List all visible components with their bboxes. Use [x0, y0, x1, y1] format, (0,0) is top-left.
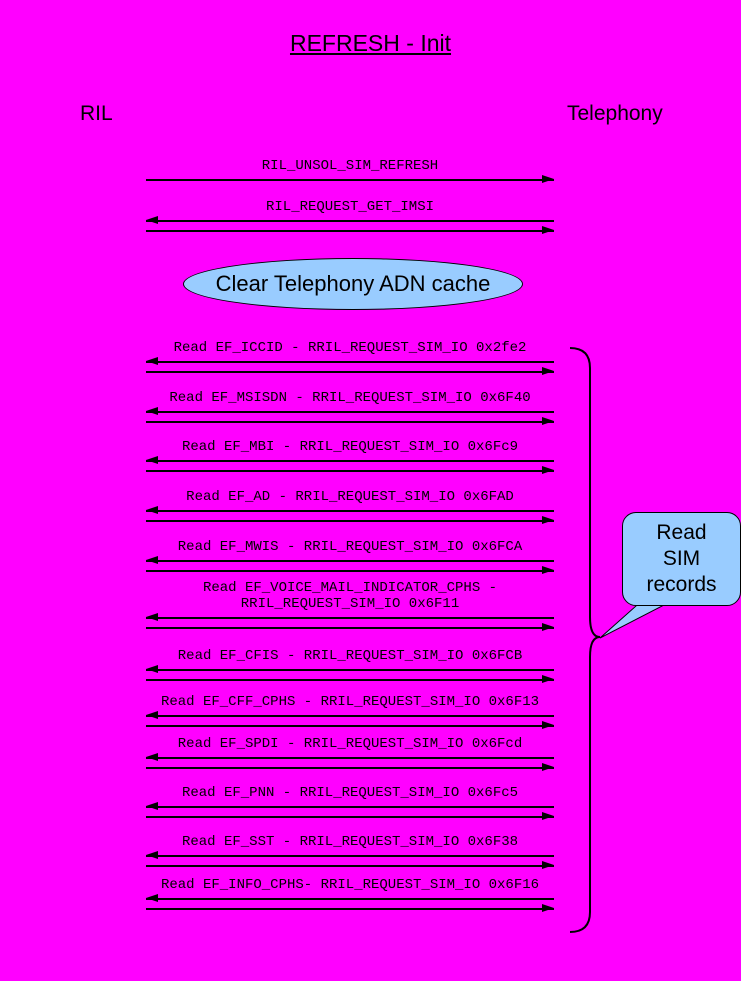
- arrow-right-icon: [146, 763, 554, 772]
- message-label: Read EF_SPDI - RRIL_REQUEST_SIM_IO 0x6Fc…: [177, 736, 523, 752]
- message-read-ef-ad: Read EF_AD - RRIL_REQUEST_SIM_IO 0x6FAD: [146, 489, 554, 525]
- message-read-ef-sst: Read EF_SST - RRIL_REQUEST_SIM_IO 0x6F38: [146, 834, 554, 870]
- curly-brace-icon: [569, 347, 601, 933]
- arrow-right-icon: [146, 623, 554, 632]
- message-read-ef-pnn: Read EF_PNN - RRIL_REQUEST_SIM_IO 0x6Fc5: [146, 785, 554, 821]
- diagram-title: REFRESH - Init: [0, 30, 741, 57]
- message-label: Read EF_MWIS - RRIL_REQUEST_SIM_IO 0x6FC…: [177, 539, 523, 555]
- arrow-left-icon: [146, 506, 554, 515]
- arrow-left-icon: [146, 613, 554, 622]
- arrow-right-icon: [146, 175, 554, 184]
- message-label: Read EF_INFO_CPHS- RRIL_REQUEST_SIM_IO 0…: [160, 877, 540, 893]
- arrow-left-icon: [146, 851, 554, 860]
- message-label-line1: Read EF_VOICE_MAIL_INDICATOR_CPHS -: [202, 580, 498, 596]
- arrow-left-icon: [146, 894, 554, 903]
- message-read-ef-msisdn: Read EF_MSISDN - RRIL_REQUEST_SIM_IO 0x6…: [146, 390, 554, 426]
- arrow-right-icon: [146, 675, 554, 684]
- message-read-ef-info-cphs: Read EF_INFO_CPHS- RRIL_REQUEST_SIM_IO 0…: [146, 877, 554, 913]
- message-label: Read EF_PNN - RRIL_REQUEST_SIM_IO 0x6Fc5: [181, 785, 519, 801]
- read-sim-records-callout-text: Read SIM records: [646, 521, 717, 596]
- actor-ril: RIL: [80, 102, 113, 125]
- arrow-right-icon: [146, 466, 554, 475]
- arrow-left-icon: [146, 357, 554, 366]
- message-read-ef-cff-cphs: Read EF_CFF_CPHS - RRIL_REQUEST_SIM_IO 0…: [146, 694, 554, 730]
- message-ril-unsol-sim-refresh: RIL_UNSOL_SIM_REFRESH: [146, 158, 554, 184]
- arrow-left-icon: [146, 753, 554, 762]
- message-read-ef-mbi: Read EF_MBI - RRIL_REQUEST_SIM_IO 0x6Fc9: [146, 439, 554, 475]
- arrow-right-icon: [146, 861, 554, 870]
- clear-adn-cache-note-text: Clear Telephony ADN cache: [215, 271, 491, 296]
- message-label: RIL_UNSOL_SIM_REFRESH: [261, 158, 439, 174]
- arrow-right-icon: [146, 904, 554, 913]
- arrow-right-icon: [146, 812, 554, 821]
- arrow-right-icon: [146, 721, 554, 730]
- message-read-ef-cfis: Read EF_CFIS - RRIL_REQUEST_SIM_IO 0x6FC…: [146, 648, 554, 684]
- arrow-right-icon: [146, 417, 554, 426]
- read-sim-records-callout: Read SIM records: [622, 512, 741, 606]
- actor-telephony: Telephony: [567, 102, 663, 125]
- message-read-ef-iccid: Read EF_ICCID - RRIL_REQUEST_SIM_IO 0x2f…: [146, 340, 554, 376]
- arrow-left-icon: [146, 665, 554, 674]
- message-label: Read EF_AD - RRIL_REQUEST_SIM_IO 0x6FAD: [186, 489, 514, 505]
- arrow-right-icon: [146, 566, 554, 575]
- message-label: Read EF_ICCID - RRIL_REQUEST_SIM_IO 0x2f…: [173, 340, 527, 356]
- clear-adn-cache-note: Clear Telephony ADN cache: [183, 258, 523, 310]
- arrow-left-icon: [146, 711, 554, 720]
- arrow-left-icon: [146, 216, 554, 225]
- message-read-ef-mwis: Read EF_MWIS - RRIL_REQUEST_SIM_IO 0x6FC…: [146, 539, 554, 575]
- message-label: Read EF_CFF_CPHS - RRIL_REQUEST_SIM_IO 0…: [160, 694, 540, 710]
- message-label: RIL_REQUEST_GET_IMSI: [265, 199, 435, 215]
- arrow-left-icon: [146, 802, 554, 811]
- arrow-right-icon: [146, 367, 554, 376]
- message-label: Read EF_MBI - RRIL_REQUEST_SIM_IO 0x6Fc9: [181, 439, 519, 455]
- arrow-right-icon: [146, 516, 554, 525]
- arrow-right-icon: [146, 226, 554, 235]
- arrow-left-icon: [146, 456, 554, 465]
- message-label: Read EF_CFIS - RRIL_REQUEST_SIM_IO 0x6FC…: [177, 648, 523, 664]
- message-label-line2: RRIL_REQUEST_SIM_IO 0x6F11: [240, 596, 460, 612]
- message-label: Read EF_SST - RRIL_REQUEST_SIM_IO 0x6F38: [181, 834, 519, 850]
- arrow-left-icon: [146, 407, 554, 416]
- message-read-ef-spdi: Read EF_SPDI - RRIL_REQUEST_SIM_IO 0x6Fc…: [146, 736, 554, 772]
- diagram-title-text: REFRESH - Init: [289, 30, 452, 56]
- message-read-ef-voice-mail-indicator-cphs: Read EF_VOICE_MAIL_INDICATOR_CPHS - RRIL…: [146, 580, 554, 632]
- message-label: Read EF_MSISDN - RRIL_REQUEST_SIM_IO 0x6…: [169, 390, 531, 406]
- group-brace: [569, 347, 670, 933]
- arrow-left-icon: [146, 556, 554, 565]
- message-ril-request-get-imsi: RIL_REQUEST_GET_IMSI: [146, 199, 554, 235]
